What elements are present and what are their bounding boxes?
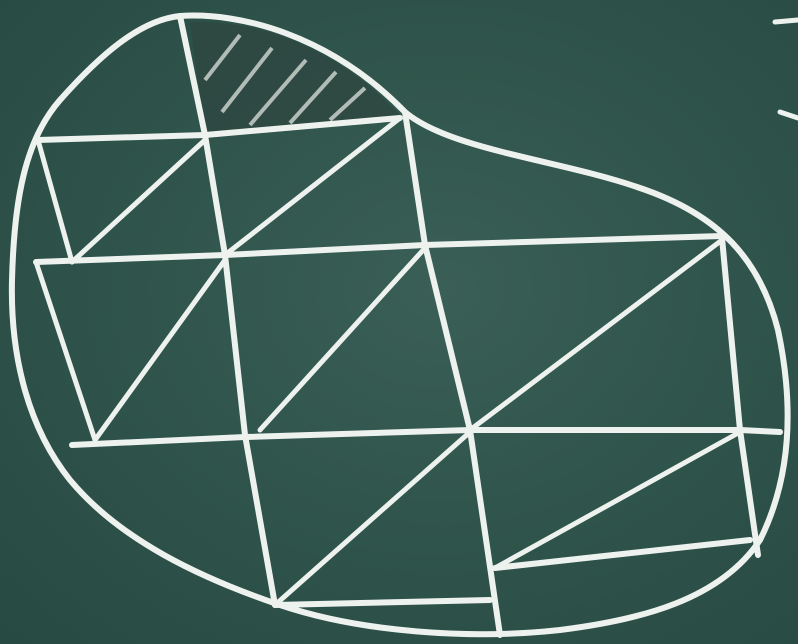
diagonal-line <box>260 248 425 430</box>
grid-line <box>36 236 722 262</box>
diagonal-line <box>470 240 722 430</box>
edge-mark <box>775 20 798 22</box>
diagonal-line <box>225 118 400 255</box>
grid-line <box>72 430 780 445</box>
diagonal-line <box>95 260 225 440</box>
grid-line <box>722 238 758 555</box>
grid-line <box>405 112 500 635</box>
edge-mark <box>780 112 798 118</box>
diagonal-line <box>275 432 470 605</box>
grid-line <box>36 262 95 440</box>
grid-line <box>275 600 490 605</box>
diagonal-line <box>72 140 205 262</box>
outer-boundary-curve <box>12 16 788 635</box>
grid-line <box>38 140 72 262</box>
